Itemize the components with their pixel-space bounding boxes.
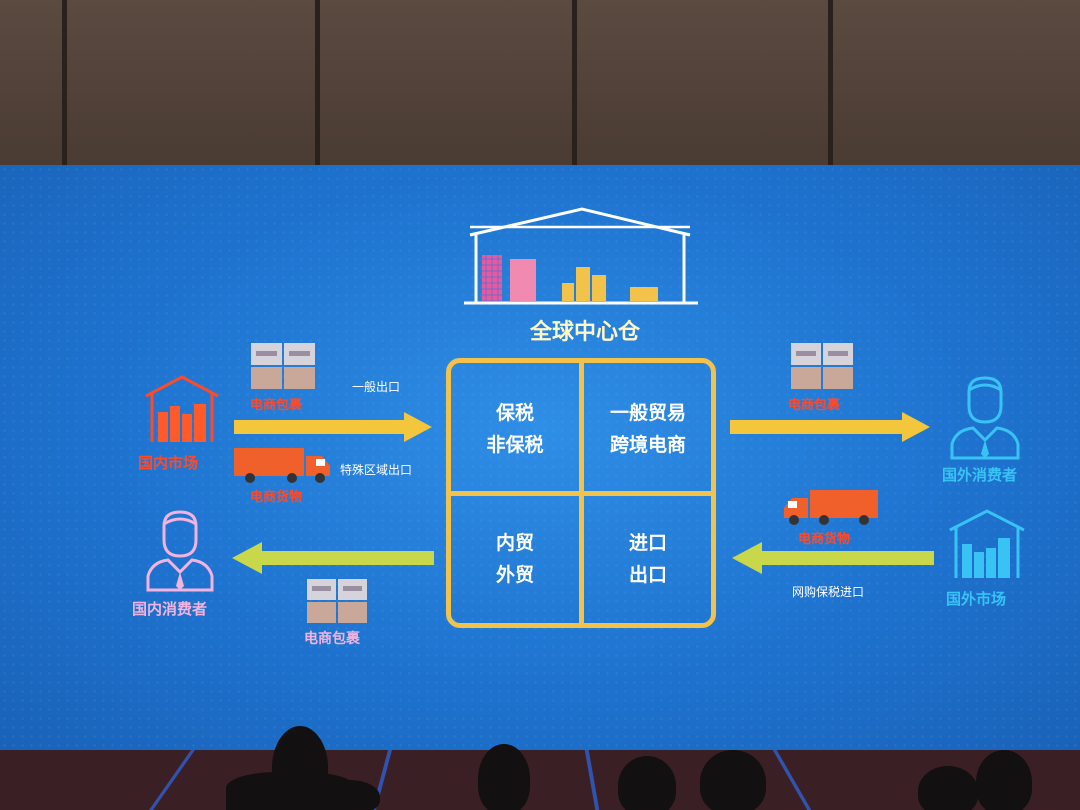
- audience-head: [918, 766, 978, 810]
- audience-head: [700, 750, 766, 810]
- wall-seam: [572, 0, 577, 165]
- domestic-consumer-icon: [146, 510, 214, 592]
- foreign-consumer-icon: [950, 376, 1020, 460]
- presentation-screen: [0, 165, 1080, 750]
- wall-seam: [828, 0, 833, 165]
- truck-label: 电商货物: [798, 532, 851, 547]
- quadrant-text: 保税: [495, 402, 534, 424]
- special-zone-export-label: 特殊区域出口: [340, 463, 413, 477]
- audience-head: [976, 750, 1032, 810]
- domestic-market-icon: [145, 375, 219, 442]
- world-map-dots: [0, 165, 1080, 750]
- quadrant-text: 内贸: [495, 532, 534, 554]
- import-arrow: [732, 542, 934, 574]
- wall-seam: [62, 0, 67, 165]
- warehouse-icon: [464, 207, 698, 305]
- audience-head: [478, 744, 530, 810]
- floor-stripe: [148, 750, 196, 810]
- foreign-consumer-label: 国外消费者: [942, 466, 1018, 484]
- overseas-delivery-arrow: [730, 412, 930, 442]
- foreign-market-icon: [949, 509, 1025, 578]
- floor-stripe: [772, 750, 812, 810]
- wall: [0, 0, 1080, 165]
- domestic-market-label: 国内市场: [138, 454, 199, 472]
- quadrant-grid: 保税 非保税 一般贸易 跨境电商 内贸 外贸 进口 出口: [446, 358, 716, 628]
- warehouse-title: 全球中心仓: [529, 320, 640, 345]
- audience-head: [618, 756, 676, 810]
- quadrant-text: 一般贸易: [609, 402, 686, 424]
- bonded-import-label: 网购保税进口: [792, 585, 865, 599]
- truck-icon: [784, 490, 878, 525]
- package-label: 电商包裹: [788, 398, 841, 413]
- quadrant-import-export: 进口 出口: [584, 527, 712, 591]
- quadrant-domestic-foreign: 内贸 外贸: [451, 527, 579, 591]
- quadrant-bonded: 保税 非保税: [451, 397, 579, 461]
- quadrant-text: 进口: [628, 532, 667, 554]
- truck-label: 电商货物: [250, 490, 303, 505]
- foreign-market-label: 国外市场: [946, 590, 1007, 608]
- package-icon: [251, 343, 315, 389]
- domestic-consumer-label: 国内消费者: [132, 600, 208, 618]
- domestic-delivery-arrow: [232, 542, 434, 574]
- quadrant-text: 跨境电商: [609, 434, 686, 456]
- general-export-label: 一般出口: [352, 380, 401, 394]
- export-arrow: [234, 412, 432, 442]
- package-icon: [791, 343, 853, 389]
- package-label: 电商包裹: [304, 631, 360, 647]
- quadrant-text: 外贸: [495, 564, 534, 586]
- grid-divider: [451, 491, 711, 496]
- package-label: 电商包裹: [250, 398, 303, 413]
- truck-icon: [234, 448, 330, 483]
- audience-head: [320, 780, 380, 810]
- package-icon: [307, 579, 367, 623]
- quadrant-text: 非保税: [486, 434, 544, 456]
- floor-stripe: [584, 750, 600, 810]
- quadrant-text: 出口: [628, 564, 667, 586]
- stage-floor: [0, 750, 1080, 810]
- wall-seam: [315, 0, 320, 165]
- quadrant-trade: 一般贸易 跨境电商: [584, 397, 712, 461]
